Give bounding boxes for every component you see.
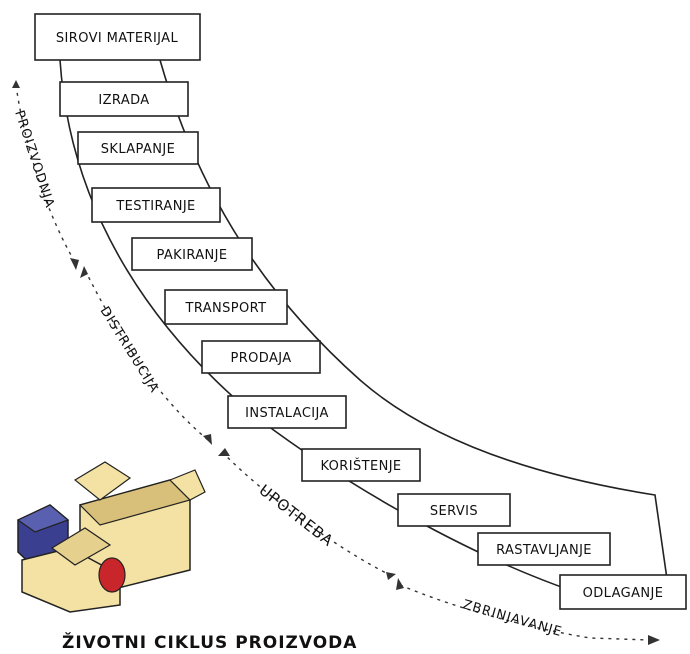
stage-label: TRANSPORT xyxy=(184,301,266,316)
phase-arrowhead-zbr-up xyxy=(396,578,404,590)
stage-label: TESTIRANJE xyxy=(115,199,195,214)
phase-label-upotreba: UPOTREBA xyxy=(256,481,338,550)
phase-arrowhead-upo-up xyxy=(218,448,230,456)
phase-arrowhead-up xyxy=(12,80,20,88)
diagram-title: ŽIVOTNI CIKLUS PROIZVODA xyxy=(62,631,357,653)
stage-label: PRODAJA xyxy=(230,351,291,366)
stage-box-pakiranje: PAKIRANJE xyxy=(132,238,252,270)
stage-label: PAKIRANJE xyxy=(156,248,227,263)
phase-label-proizvodnja: PROIZVODNJA xyxy=(11,109,57,211)
stage-box-sirovi-materijal: SIROVI MATERIJAL xyxy=(35,14,200,60)
stage-box-servis: SERVIS xyxy=(398,494,510,526)
cardboard-boxes-illustration xyxy=(18,462,205,612)
stage-label: RASTAVLJANJE xyxy=(496,543,592,558)
phase-arrowhead-down xyxy=(70,258,79,270)
stage-label: SIROVI MATERIJAL xyxy=(56,31,179,46)
stage-box-prodaja: PRODAJA xyxy=(202,341,320,373)
stage-box-koristenje: KORIŠTENJE xyxy=(302,449,420,481)
stage-box-izrada: IZRADA xyxy=(60,82,188,116)
stage-label: SERVIS xyxy=(430,504,478,519)
red-item xyxy=(99,558,125,592)
phase-arrowhead-dist-down xyxy=(203,434,212,445)
stage-box-instalacija: INSTALACIJA xyxy=(228,396,346,428)
stage-box-sklapanje: SKLAPANJE xyxy=(78,132,198,164)
stage-label: KORIŠTENJE xyxy=(320,458,401,474)
stage-box-odlaganje: ODLAGANJE xyxy=(560,575,686,609)
phase-arrowhead-zbr-right xyxy=(648,635,660,645)
stage-box-testiranje: TESTIRANJE xyxy=(92,188,220,222)
stage-label: ODLAGANJE xyxy=(583,586,664,601)
stage-box-transport: TRANSPORT xyxy=(165,290,287,324)
stage-label: INSTALACIJA xyxy=(245,406,329,421)
phase-arrowhead-dist-up xyxy=(80,266,88,278)
phase-label-distribucija: DISTRIBUCIJA xyxy=(97,304,162,396)
phase-arrowhead-upo-down xyxy=(386,572,396,580)
stage-label: IZRADA xyxy=(98,93,149,108)
phase-label-zbrinjavanje: ZBRINJAVANJE xyxy=(461,597,564,640)
stage-box-rastavljanje: RASTAVLJANJE xyxy=(478,533,610,565)
stage-label: SKLAPANJE xyxy=(101,142,175,157)
